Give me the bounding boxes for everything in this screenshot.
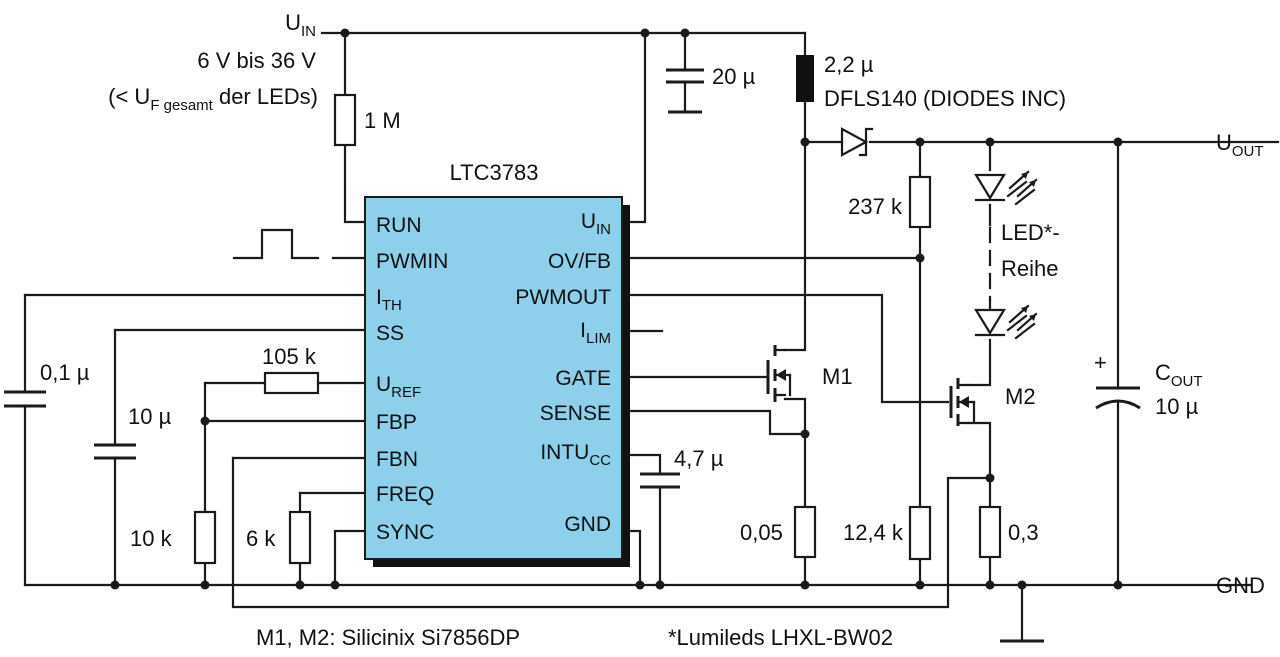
led-note: *Lumileds LHXL-BW02 [668,625,893,650]
ic-ltc3783: LTC3783 RUN PWMIN ITH SS UREF FBP FBN FR… [364,160,630,567]
r-fb-bot-value: 12,4 k [843,520,904,545]
r-6k-value: 6 k [246,526,276,551]
resistor-105k [263,371,320,395]
pin-uref: UREF [376,373,421,401]
m2-label: M2 [1005,384,1036,409]
capacitor-20u [666,68,704,84]
c-ss-value: 10 µ [128,404,172,429]
mosfet-note: M1, M2: Silicinix Si7856DP [256,625,520,650]
pin-intvcc: INTUCC [540,441,611,469]
m1-label: M1 [822,364,853,389]
inductor-value: 2,2 µ [824,52,874,77]
cout-value: 10 µ [1155,394,1199,419]
resistor-237k [908,175,932,229]
capacitor-cout-curved [1095,399,1141,410]
ic-body [364,196,623,560]
led-bottom-icon [974,304,1038,340]
r-ref-value: 105 k [262,344,317,369]
r-10k-value: 10 k [130,526,173,551]
ic-name: LTC3783 [450,160,539,185]
resistor-sense-005 [793,505,817,559]
resistor-1m [333,93,357,147]
mosfet-m2-icon [949,378,976,426]
pin-ith: ITH [376,286,402,314]
pin-fbn: FBN [376,448,418,471]
pin-fbp: FBP [376,411,417,434]
pin-pwmin: PWMIN [376,250,448,273]
capacitor-10u [94,443,136,460]
r-led-value: 0,3 [1008,520,1039,545]
uout-label: UOUT [1216,130,1264,160]
c-intvcc-value: 4,7 µ [674,446,724,471]
led-top-icon [974,170,1038,206]
r-run-value: 1 M [364,108,401,133]
capacitor-47u [640,472,680,489]
resistor-6k [288,510,312,565]
pin-ss: SS [376,322,404,345]
junction-dots [110,28,1123,590]
uin-range: 6 V bis 36 V [197,48,316,73]
cout-label: COUT [1155,360,1203,390]
pin-run: RUN [376,214,422,237]
pin-uin: UIN [581,210,611,238]
uin-label: UIN [285,10,316,40]
pin-freq: FREQ [376,483,434,506]
resistor-03 [978,505,1002,559]
pin-ilim: ILIM [580,319,611,347]
resistor-12k4 [908,505,932,561]
capacitor-01u [4,390,46,408]
c-ith-value: 0,1 µ [40,360,90,385]
schottky-diode-icon [840,127,874,157]
c-in-value: 20 µ [712,64,756,89]
diode-part: DFLS140 (DIODES INC) [824,86,1066,111]
r-sense-value: 0,05 [740,520,783,545]
labels: UIN 6 V bis 36 V (< UF gesamt der LEDs) … [40,10,1265,650]
pin-pwmout: PWMOUT [515,286,611,309]
pin-ovfb: OV/FB [548,250,611,273]
components [4,55,1141,565]
pin-sense: SENSE [540,402,611,425]
inductor [796,55,814,102]
pin-gnd: GND [564,513,611,536]
pin-gate: GATE [555,367,611,390]
pin-sync: SYNC [376,521,434,544]
resistor-10k [193,510,217,565]
r-fb-top-value: 237 k [848,194,903,219]
mosfet-m1-icon [766,345,792,402]
gnd-label: GND [1216,573,1265,598]
led-series-label-1: LED*- [1001,220,1060,245]
led-series-label-2: Reihe [1001,256,1058,281]
uin-condition: (< UF gesamt der LEDs) [108,84,318,114]
cout-plus: + [1094,350,1107,375]
